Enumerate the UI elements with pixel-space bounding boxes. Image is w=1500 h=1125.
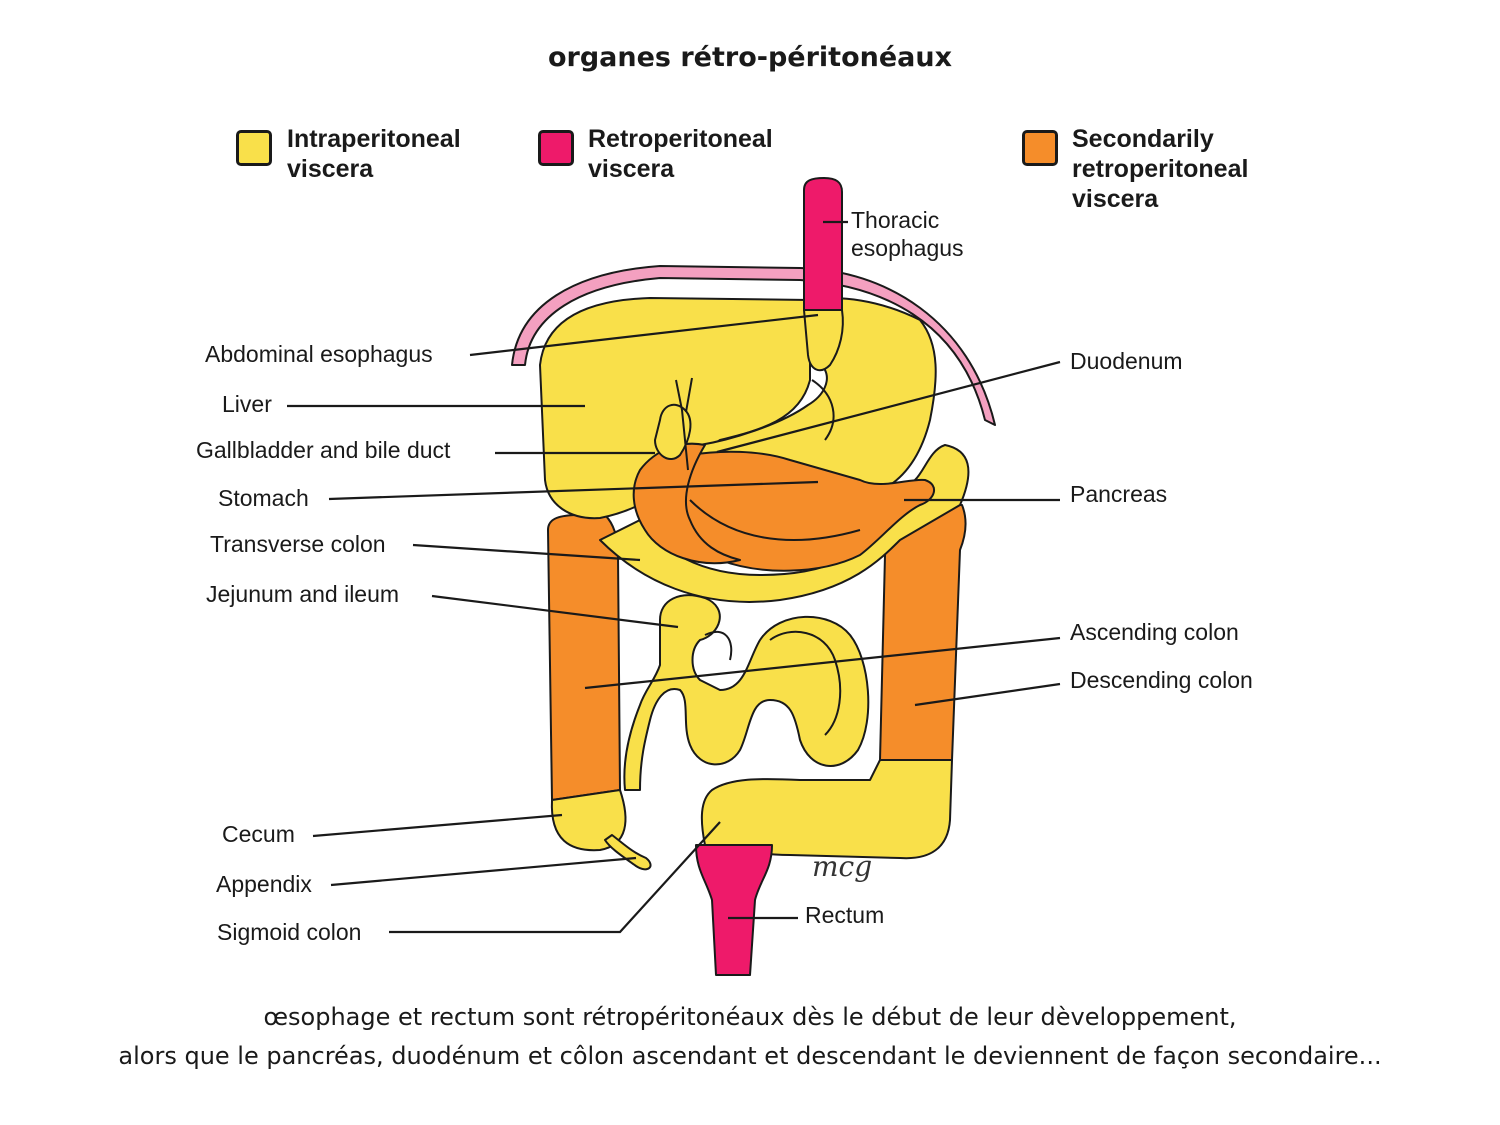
label-pancreas: Pancreas (1070, 481, 1168, 507)
label-appendix: Appendix (216, 871, 312, 897)
label-stomach: Stomach (218, 485, 309, 511)
label-liver: Liver (222, 391, 272, 417)
gallbladder-shape (654, 403, 692, 460)
bile-duct-shape (675, 377, 693, 471)
leader-ascending-colon (584, 636, 1061, 690)
artist-signature: mcg (812, 850, 873, 883)
caption-line-2: alors que le pancréas, duodénum et côlon… (118, 1042, 1382, 1070)
peritoneum-edge (511, 265, 996, 426)
thoracic-esophagus-shape (803, 177, 843, 311)
label-rectum: Rectum (805, 902, 885, 928)
label-gallbladder: Gallbladder and bile duct (196, 437, 451, 463)
leader-sigmoid-colon (389, 821, 721, 934)
leader-transverse-colon (412, 543, 641, 562)
label-sigmoid-colon: Sigmoid colon (217, 919, 362, 945)
small-intestine-shape (623, 594, 870, 791)
label-cecum: Cecum (222, 821, 295, 847)
leader-cecum (312, 813, 563, 838)
label-descending-colon: Descending colon (1070, 667, 1253, 693)
leader-stomach (328, 480, 819, 501)
legend-label-intraperitoneal: Intraperitoneal viscera (287, 125, 461, 183)
appendix-shape (604, 834, 652, 871)
label-thoracic-esophagus: Thoracic esophagus (851, 207, 964, 261)
label-ascending-colon: Ascending colon (1070, 619, 1239, 645)
legend-swatch-secondarily (1022, 130, 1058, 166)
duodenum-shape (632, 442, 741, 565)
leader-descending-colon (914, 682, 1061, 707)
label-duodenum: Duodenum (1070, 348, 1183, 374)
rectum-shape (695, 844, 773, 976)
cecum-shape (550, 789, 627, 852)
leader-abdominal-esophagus (469, 313, 819, 357)
abdominal-esophagus-shape (803, 309, 844, 372)
legend-label-retroperitoneal: Retroperitoneal viscera (588, 125, 773, 183)
leader-appendix (330, 856, 637, 887)
page-title: organes rétro-péritonéaux (547, 42, 953, 73)
caption-line-1: œsophage et rectum sont rétropéritonéaux… (263, 1003, 1237, 1031)
legend-swatch-intraperitoneal (236, 130, 272, 166)
label-abdominal-esophagus: Abdominal esophagus (205, 341, 433, 367)
label-jejunum-ileum: Jejunum and ileum (206, 581, 400, 607)
sigmoid-colon-shape (700, 759, 953, 860)
leader-duodenum (716, 360, 1061, 454)
legend-swatch-retroperitoneal (538, 130, 574, 166)
label-transverse-colon: Transverse colon (210, 531, 386, 557)
legend-label-secondarily: Secondarily retroperitoneal viscera (1072, 125, 1249, 213)
leader-jejunum (431, 594, 679, 629)
transverse-colon-shape (599, 444, 970, 603)
